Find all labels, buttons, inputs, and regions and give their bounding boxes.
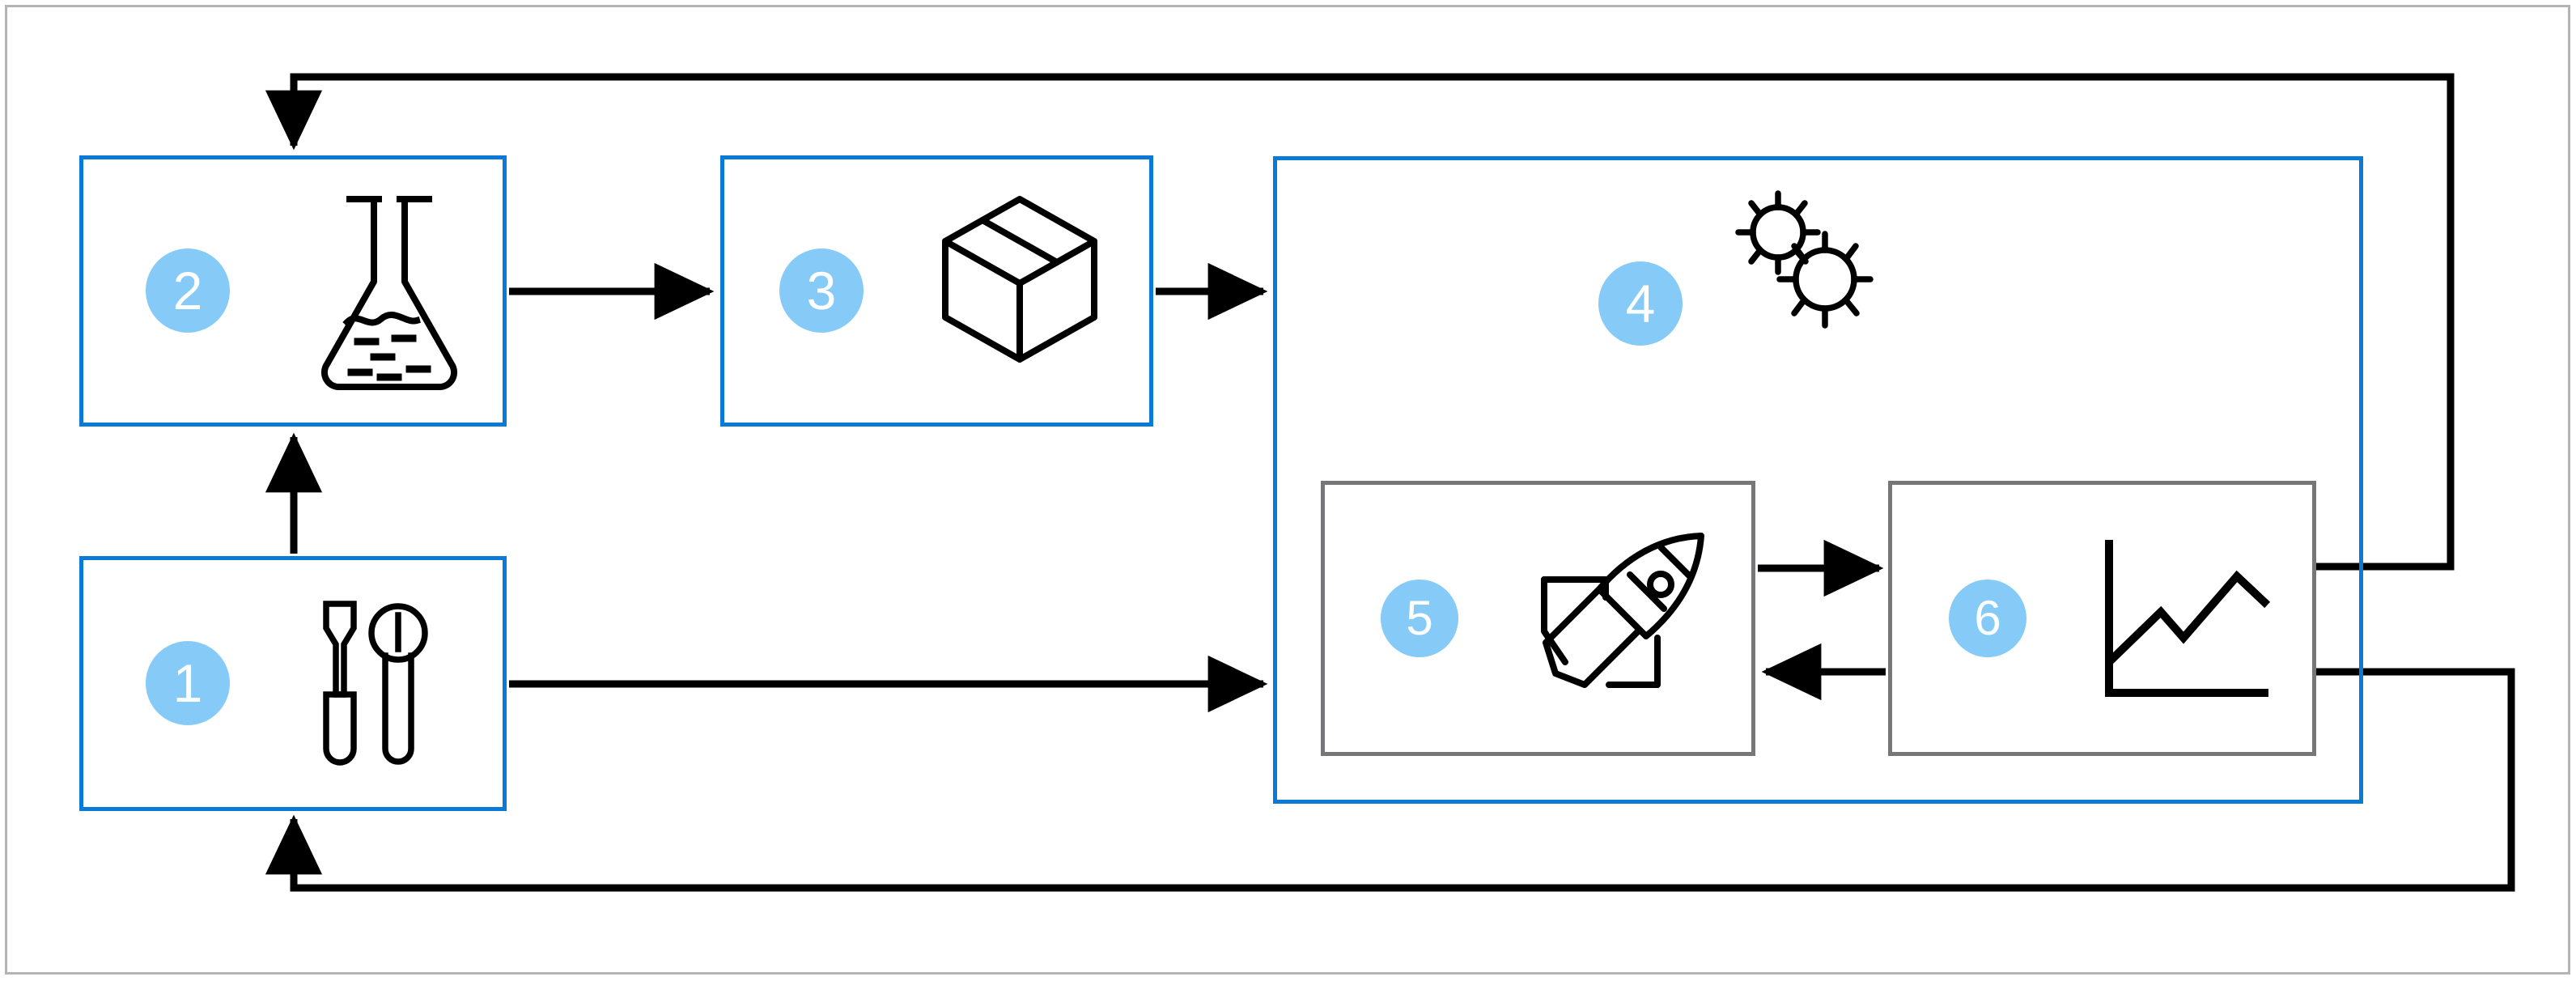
erlenmeyer-flask-icon [316,193,461,395]
step-5-badge: 5 [1381,580,1458,657]
step-3-badge: 3 [779,248,864,333]
step-1-badge: 1 [146,641,230,725]
step-4-badge: 4 [1598,261,1683,346]
lab-tools-icon [303,599,433,773]
step-1-node[interactable] [79,556,507,811]
rocket-icon [1538,526,1716,704]
step-2-badge: 2 [146,248,230,333]
microbes-icon [1728,190,1874,336]
step-6-badge: 6 [1949,580,2026,657]
package-box-icon [939,194,1101,364]
line-chart-icon [2103,540,2277,703]
step-4-group[interactable] [1273,156,2363,804]
